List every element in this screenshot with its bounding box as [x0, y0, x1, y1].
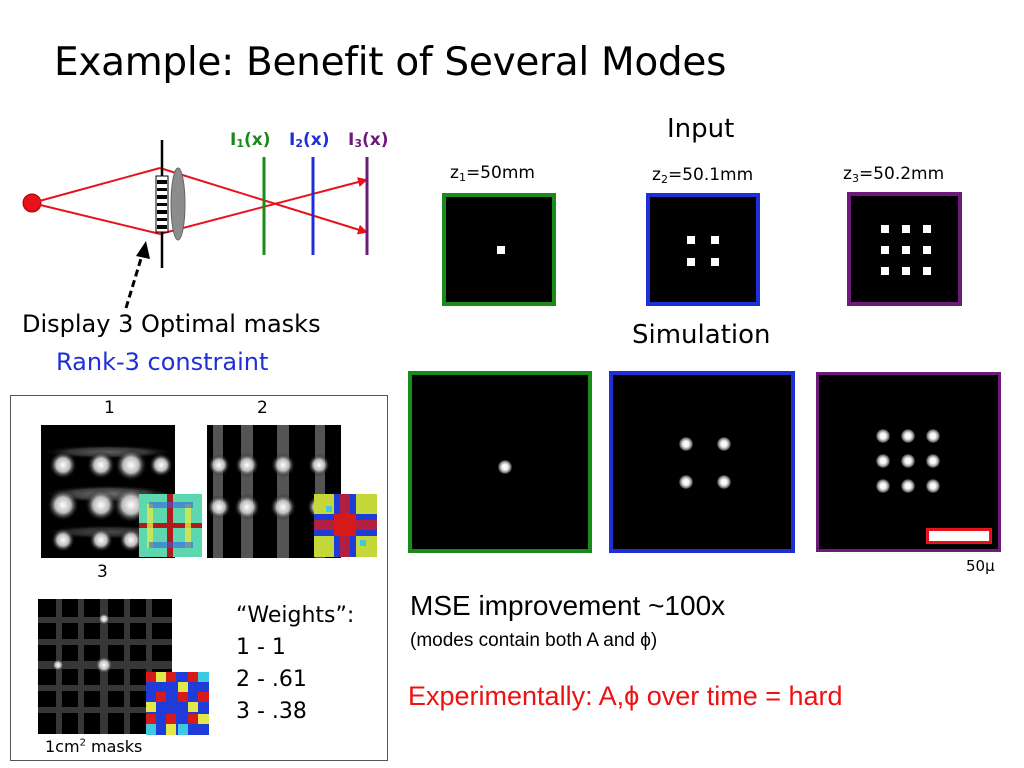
input-dot — [923, 225, 931, 233]
rank-constraint-caption: Rank-3 constraint — [56, 348, 269, 376]
input-dot — [687, 258, 695, 266]
diagram-caption: Display 3 Optimal masks — [22, 310, 321, 338]
mask-phase-2 — [314, 494, 377, 557]
simulated-spot — [901, 454, 915, 468]
simulated-spot — [901, 429, 915, 443]
simulation-frame-z1 — [408, 371, 592, 553]
lens-icon — [170, 167, 186, 241]
light-rays — [31, 167, 368, 235]
simulation-heading: Simulation — [632, 320, 771, 350]
input-dot — [687, 236, 695, 244]
simulated-spot — [679, 475, 693, 489]
input-dot — [881, 246, 889, 254]
input-dot — [923, 267, 931, 275]
mask-label-3: 3 — [97, 562, 108, 582]
experimental-note: Experimentally: A,ϕ over time = hard — [408, 681, 843, 711]
simulated-spot — [901, 479, 915, 493]
input-dot — [497, 246, 505, 254]
pointer-arrow — [124, 251, 145, 309]
simulated-spot — [926, 454, 940, 468]
input-frame-z1 — [442, 193, 556, 306]
optical-diagram — [22, 140, 369, 309]
input-dot — [902, 225, 910, 233]
simulated-spot — [717, 475, 731, 489]
input-frame-z3 — [847, 192, 962, 306]
simulated-spot — [926, 429, 940, 443]
simulated-spot — [498, 460, 512, 474]
mask-label-1: 1 — [104, 398, 115, 418]
input-dot — [881, 225, 889, 233]
input-dot — [881, 267, 889, 275]
input-dot — [923, 246, 931, 254]
input-heading: Input — [667, 114, 735, 144]
mask-label-2: 2 — [257, 398, 268, 418]
mask-pattern-icon — [155, 175, 169, 233]
scale-bar-label: 50μ — [966, 557, 995, 575]
simulation-frame-z2 — [609, 371, 795, 553]
plane-label-i3: I3(x) — [348, 130, 389, 150]
plane-label-i2: I2(x) — [289, 130, 330, 150]
slide-title: Example: Benefit of Several Modes — [54, 40, 727, 85]
simulated-spot — [876, 479, 890, 493]
input-dot — [902, 246, 910, 254]
mask-phase-1 — [139, 494, 202, 557]
input-dot — [711, 236, 719, 244]
weight-1: 1 - 1 — [236, 635, 286, 660]
weight-2: 2 - .61 — [236, 667, 307, 692]
weight-3: 3 - .38 — [236, 699, 307, 724]
input-dot — [711, 258, 719, 266]
mask-phase-3 — [146, 672, 209, 735]
input-dot — [902, 267, 910, 275]
z3-label: z3=50.2mm — [843, 164, 945, 185]
modes-note: (modes contain both A and ϕ) — [410, 630, 658, 651]
simulated-spot — [679, 437, 693, 451]
z1-label: z1=50mm — [450, 163, 535, 184]
simulation-frame-z3 — [816, 372, 1001, 552]
weights-list: “Weights”: 1 - 1 2 - .61 3 - .38 — [236, 600, 354, 728]
simulated-spot — [717, 437, 731, 451]
simulated-spot — [876, 429, 890, 443]
scale-bar — [926, 528, 992, 544]
z2-label: z2=50.1mm — [652, 165, 754, 186]
simulated-spot — [876, 454, 890, 468]
plane-label-i1: I1(x) — [230, 130, 271, 150]
input-frame-z2 — [646, 193, 760, 306]
mse-improvement: MSE improvement ~100x — [410, 590, 726, 621]
simulated-spot — [926, 479, 940, 493]
weights-title: “Weights”: — [236, 603, 355, 628]
mask-size-footnote: 1cm2 masks — [45, 737, 143, 756]
